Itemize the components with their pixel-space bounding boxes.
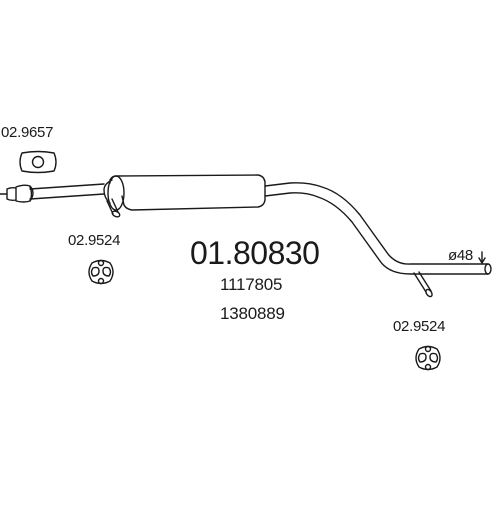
rubber-hanger-left-icon [88, 259, 114, 285]
oem-reference-2: 1380889 [220, 304, 285, 323]
gasket-part-number: 02.9657 [1, 124, 54, 141]
main-part-number: 01.80830 [190, 235, 320, 271]
oem-reference-1: 1117805 [220, 275, 283, 294]
diameter-label: ø48 [448, 247, 473, 264]
front-pipe [29, 183, 105, 200]
gasket-icon [19, 150, 57, 174]
muffler-hanger-pin [106, 198, 121, 218]
inlet-flange-icon [0, 184, 34, 203]
rubber-hanger-right-icon [415, 345, 441, 371]
hanger-left-part-number: 02.9524 [68, 232, 121, 249]
tail-pipe [264, 182, 492, 275]
hanger-right-part-number: 02.9524 [393, 318, 446, 335]
diameter-arrow-icon [478, 251, 486, 264]
muffler-body [103, 174, 266, 211]
tail-hanger-pin [413, 271, 433, 298]
